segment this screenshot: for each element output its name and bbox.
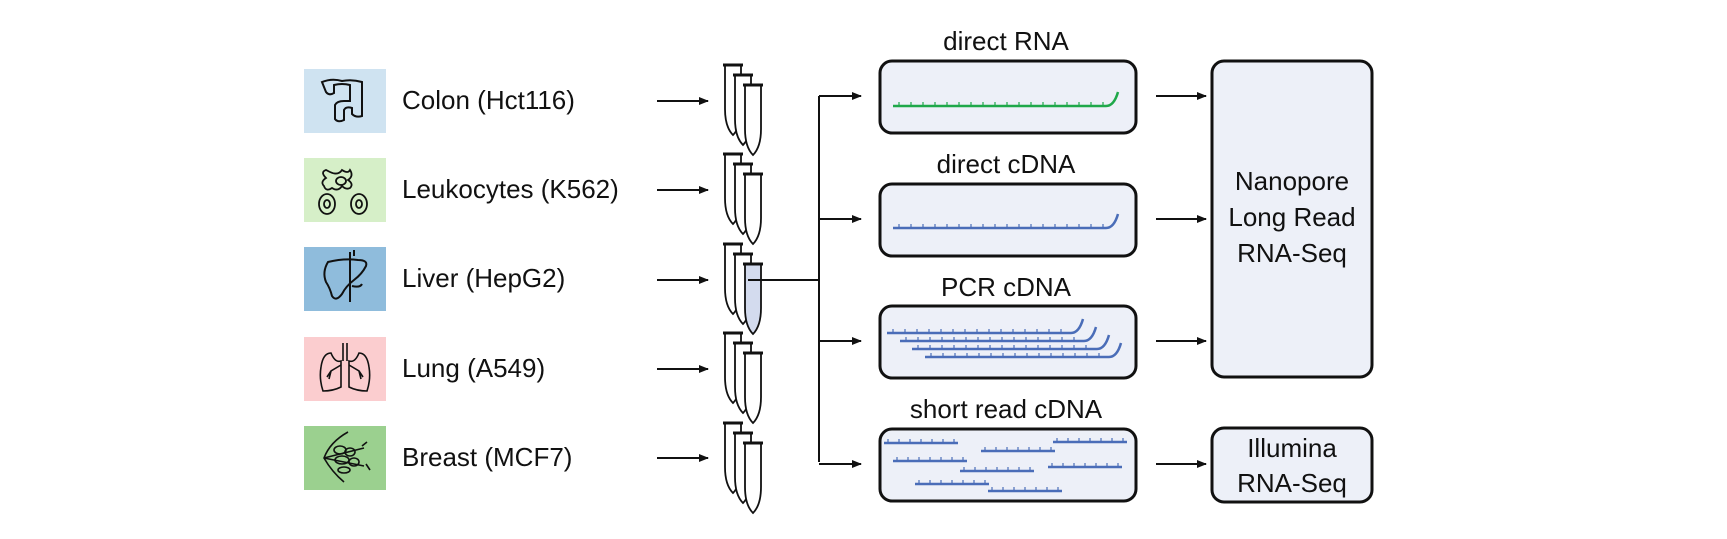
short-read [884,439,958,445]
liver-icon [323,250,368,302]
platform-box-nanopore [1210,59,1374,379]
colon-icon [320,78,363,123]
sample-row-liver: Liver (HepG2) [304,247,709,311]
platform-label-line: Long Read [1228,202,1355,232]
tube-icon [744,173,762,246]
pcr-cdna-read [925,342,1123,359]
protocol-boxes: direct RNA direct cDNA PCR cDNA short re… [878,26,1138,503]
platform-label-line: RNA-Seq [1237,238,1347,268]
protocol-label: PCR cDNA [941,272,1072,302]
protocol-box-direct-rna [878,59,1138,135]
tube-group [723,63,763,515]
sample-label: Breast (MCF7) [402,442,572,472]
sample-row-lung: Lung (A549) [304,337,709,401]
protocol-label: short read cDNA [910,394,1103,424]
sample-label: Colon (Hct116) [402,85,575,115]
read-glyphs [884,91,1127,493]
sample-icon-bg [304,158,386,222]
short-read [915,480,989,486]
protocol-label: direct cDNA [937,149,1076,179]
short-read [988,487,1062,493]
platform-box-illumina [1210,426,1374,504]
short-read [893,457,967,463]
platform-illumina: Illumina RNA-Seq [1210,426,1374,504]
sample-icon-bg [304,426,386,490]
sample-icon-bg [304,247,386,311]
platform-label-line: RNA-Seq [1237,468,1347,498]
branch-connector [748,92,862,468]
tube-icon [744,263,762,336]
protocol-box-direct-cdna [878,182,1138,258]
short-read [1048,463,1122,469]
pcr-cdna-read [912,334,1111,351]
sample-row-leukocytes: Leukocytes (K562) [304,158,709,222]
sample-icon-bg [304,337,386,401]
sample-label: Lung (A549) [402,353,545,383]
tube-stack-icon [723,152,763,246]
tube-icon [744,84,762,157]
tube-stack-icon [723,63,763,157]
tube-stack-icon [723,331,763,425]
lungs-icon [319,343,371,392]
protocol-label: direct RNA [943,26,1069,56]
short-read [1053,438,1127,444]
tube-icon [744,352,762,425]
pcr-cdna-read [900,326,1098,343]
platform-label-line: Illumina [1247,433,1337,463]
pcr-cdna-read [887,318,1085,335]
short-read [981,447,1055,453]
tube-stack-icon [723,242,763,336]
tube-icon [744,442,762,515]
platform-label-line: Nanopore [1235,166,1349,196]
short-read [960,467,1034,473]
leukocytes-icon [318,168,368,215]
sample-label: Leukocytes (K562) [402,174,619,204]
sample-row-colon: Colon (Hct116) [304,69,709,133]
breast-icon [323,431,371,483]
tube-stack-icon [723,421,763,515]
sample-label: Liver (HepG2) [402,263,565,293]
platform-nanopore: Nanopore Long Read RNA-Seq [1210,59,1374,379]
direct-rna-read [893,91,1120,108]
sample-row-breast: Breast (MCF7) [304,426,709,490]
direct-cdna-read [893,213,1120,230]
